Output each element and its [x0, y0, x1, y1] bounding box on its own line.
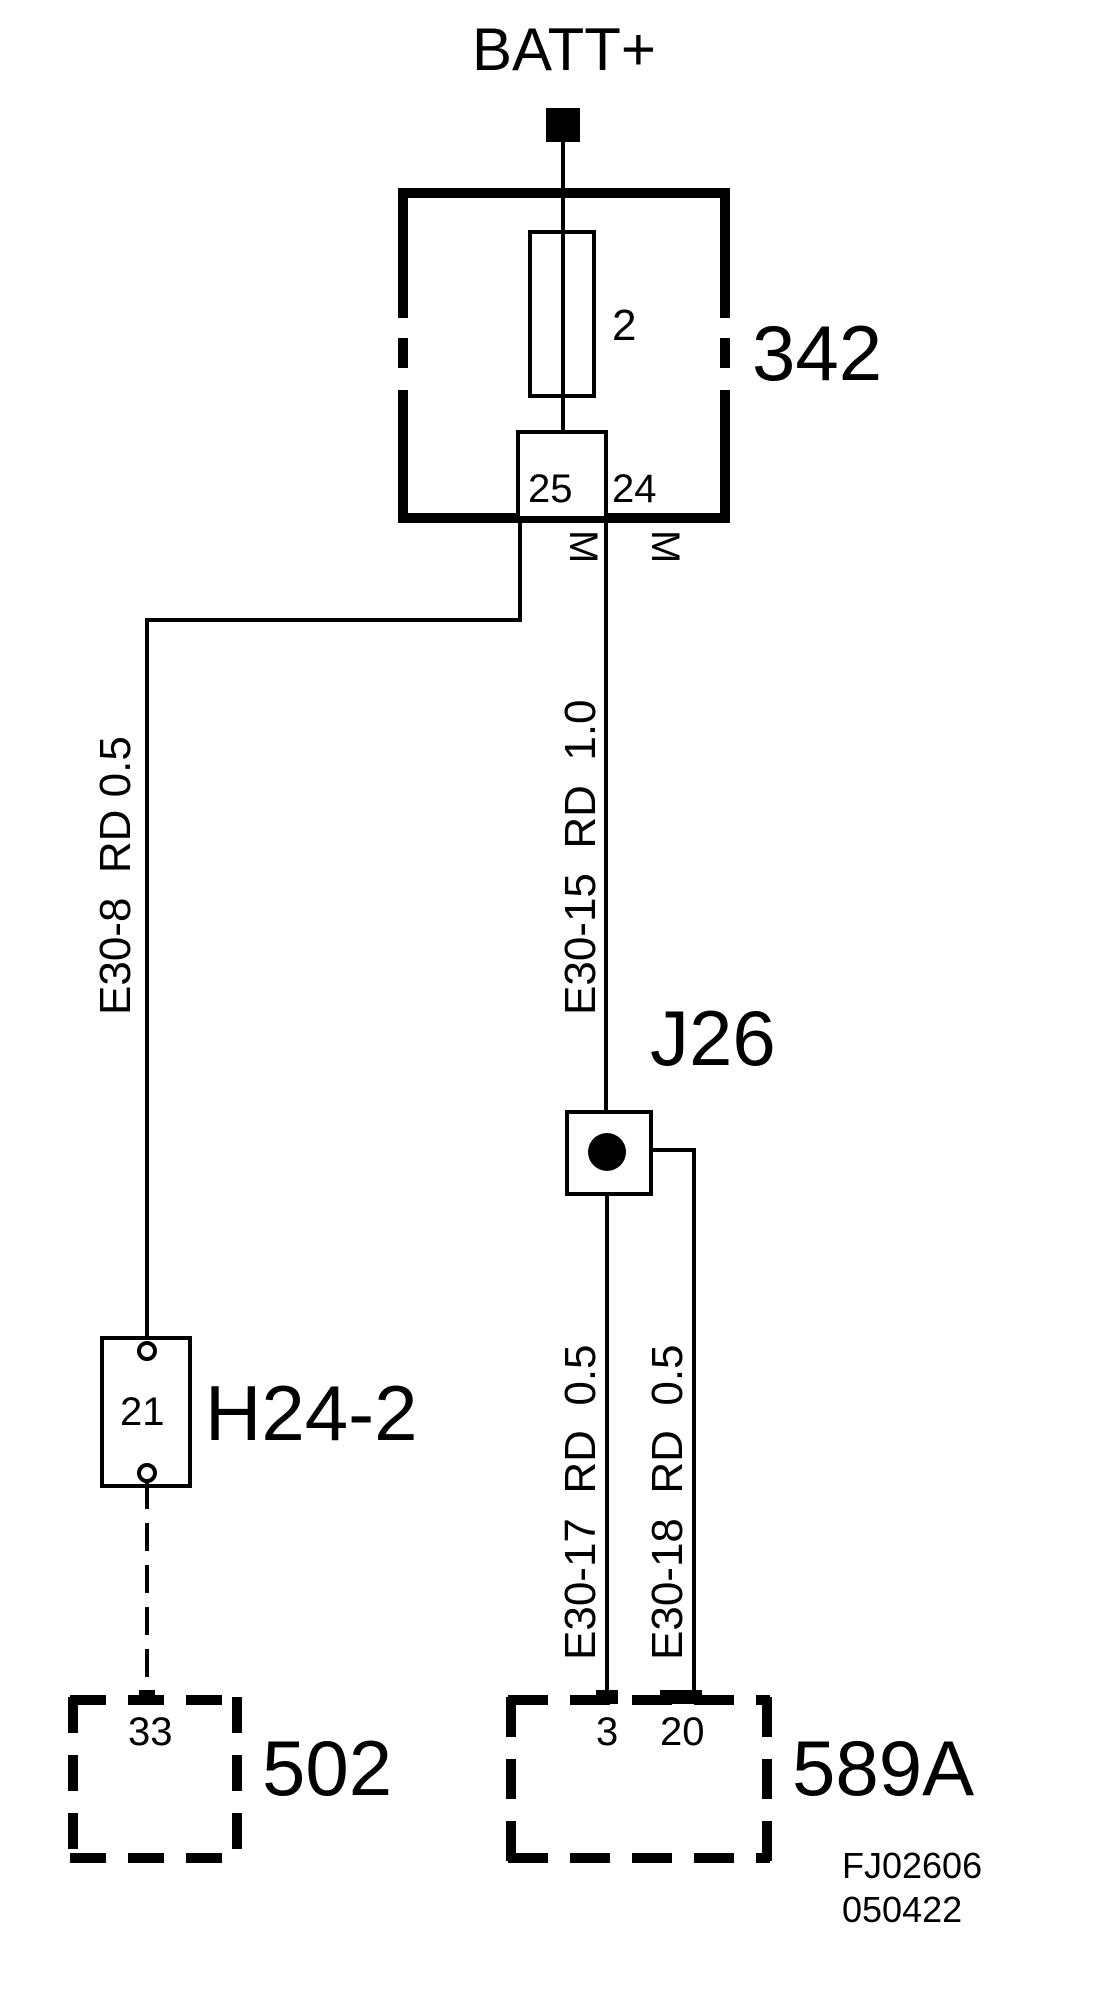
- component-502-pin-mark: [139, 1690, 155, 1704]
- component-589a-id: 589A: [792, 1724, 974, 1812]
- wire-e30-8-label: E30-8 RD 0.5: [91, 736, 140, 1015]
- component-502-pin: 33: [128, 1710, 173, 1754]
- diagram-code: FJ02606: [842, 1845, 982, 1886]
- component-589a-outline: [506, 1695, 772, 1863]
- inline-connector-id: H24-2: [205, 1369, 417, 1457]
- splice-branch: [651, 1148, 696, 1698]
- splice-id: J26: [650, 994, 776, 1082]
- wire-e30-15-label: E30-15 RD 1.0: [556, 699, 605, 1015]
- component-502-id: 502: [262, 1724, 392, 1812]
- component-589a-pin-b: 20: [660, 1710, 705, 1754]
- wire-e30-17-label: E30-17 RD 0.5: [556, 1344, 605, 1660]
- fuse-box-pin-out: 24: [612, 467, 657, 511]
- wire-e30-8: [145, 518, 522, 1342]
- fuse-number: 2: [612, 301, 636, 350]
- fuse-box-pin-block: [516, 430, 608, 520]
- fuse-box-id: 342: [752, 309, 882, 397]
- fuse-box-pin-in: 25: [528, 467, 573, 511]
- batt-plus-label: BATT+: [472, 16, 656, 83]
- diagram-date: 050422: [842, 1889, 962, 1930]
- connector-mark-left: M: [561, 530, 605, 563]
- component-589a-pin-mark-a: [596, 1690, 618, 1704]
- splice-node: [588, 1133, 626, 1171]
- component-589a-pin-a: 3: [596, 1710, 618, 1754]
- inline-connector-pin-bottom: [137, 1463, 157, 1483]
- wire-e30-18-label: E30-18 RD 0.5: [643, 1344, 692, 1660]
- batt-terminal: [546, 108, 580, 142]
- inline-connector-pin: 21: [120, 1390, 165, 1434]
- component-589a-pin-mark-b: [660, 1690, 702, 1704]
- connector-mark-right: M: [643, 530, 687, 563]
- inline-connector-pin-top: [137, 1341, 157, 1361]
